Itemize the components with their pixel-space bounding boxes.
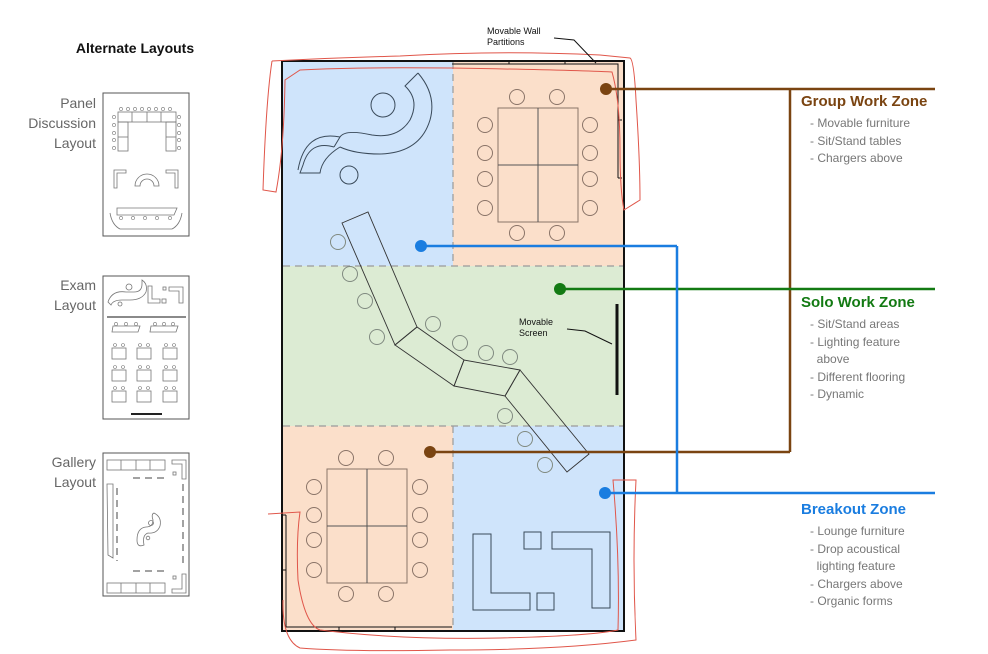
group-zone-marker-bottom — [424, 446, 436, 458]
zone-feature: - Sit/Stand tables — [810, 133, 902, 148]
zone-title: Breakout Zone — [801, 501, 907, 518]
breakout-zone-top-left — [283, 62, 453, 266]
zone-feature: - Sit/Stand areas — [810, 317, 900, 331]
zone-title: Solo Work Zone — [801, 294, 915, 311]
movable-wall-label: Movable Wall Partitions — [487, 26, 541, 48]
curved-lounge-seating — [297, 72, 433, 174]
group-table-bottom — [326, 468, 408, 584]
panel-discussion-thumbnail[interactable] — [102, 92, 190, 237]
group-chairs-top — [477, 89, 598, 241]
group-table-top — [497, 107, 579, 223]
zone-feature: - Different flooring — [810, 369, 906, 384]
breakout-zone-connector — [421, 244, 935, 495]
movable-wall-partition-bottom — [282, 514, 452, 631]
zone-title: Group Work Zone — [801, 93, 928, 110]
panel-discussion-layout-label: Panel Discussion Layout — [0, 93, 96, 153]
u-table-arrangement — [117, 111, 177, 152]
thumb-chairs — [112, 107, 181, 150]
movable-screen-label: Movable Screen — [519, 317, 553, 339]
solo-stools — [330, 234, 553, 473]
label-line: Layout — [53, 297, 96, 313]
lounge-table-small — [339, 165, 359, 185]
solo-work-zone-legend: Solo Work Zone - Sit/Stand areas - Light… — [801, 294, 915, 404]
exam-layout-label: Exam Layout — [0, 275, 96, 315]
exam-thumbnail[interactable] — [102, 275, 190, 420]
label-line: Panel — [60, 95, 96, 111]
label-line: Partitions — [487, 37, 525, 47]
movable-screen-leader — [566, 328, 613, 345]
zone-feature: - Lounge furniture — [810, 524, 905, 538]
breakout-zone-marker-top — [415, 240, 427, 252]
lounge-table-round — [370, 92, 396, 118]
zone-feature: lighting feature — [810, 559, 896, 573]
group-zone-connector — [430, 87, 935, 454]
label-line: Movable — [519, 317, 554, 327]
zone-feature: - Drop acoustical — [810, 541, 901, 556]
group-work-zone-legend: Group Work Zone - Movable furniture - Si… — [801, 93, 927, 168]
movable-wall-leader — [553, 37, 597, 64]
breakout-zone-bottom-right — [453, 426, 623, 630]
markup-strokes — [262, 52, 641, 652]
zone-feature: - Organic forms — [810, 594, 893, 608]
label-line: Layout — [53, 474, 96, 490]
breakout-zone-legend: Breakout Zone - Lounge furniture - Drop … — [801, 501, 906, 611]
gallery-layout-label: Gallery Layout — [0, 452, 96, 492]
label-line: Layout — [53, 135, 96, 151]
zone-feature: above — [810, 352, 850, 366]
alternate-layouts-title: Alternate Layouts — [75, 40, 195, 56]
solo-zone-marker — [554, 283, 566, 295]
group-chairs-bottom — [306, 450, 428, 602]
zigzag-counter — [341, 211, 590, 473]
zone-feature: - Movable furniture — [810, 116, 911, 130]
zone-feature-list: - Sit/Stand areas - Lighting feature abo… — [810, 316, 915, 404]
zone-feature: - Dynamic — [810, 387, 865, 401]
zone-feature: - Lighting feature — [810, 334, 901, 349]
label-line: Discussion — [28, 115, 96, 131]
label-line: Movable Wall — [487, 26, 541, 36]
zone-feature-list: - Lounge furniture - Drop acoustical lig… — [810, 523, 906, 611]
zone-dividers — [283, 62, 623, 630]
zone-feature: - Chargers above — [810, 151, 903, 165]
gallery-thumbnail[interactable] — [102, 452, 190, 597]
exam-desks — [111, 347, 178, 403]
zone-feature: - Chargers above — [810, 576, 903, 591]
zone-fills — [283, 62, 623, 630]
lounge-l-seating — [472, 531, 611, 611]
label-line: Gallery — [51, 454, 96, 470]
group-zone-bottom-left — [283, 426, 453, 630]
breakout-zone-marker-bottom — [599, 487, 611, 499]
label-line: Exam — [60, 277, 96, 293]
label-line: Screen — [519, 328, 548, 338]
zone-feature-list: - Movable furniture - Sit/Stand tables -… — [810, 115, 927, 168]
group-zone-marker-top — [600, 83, 612, 95]
